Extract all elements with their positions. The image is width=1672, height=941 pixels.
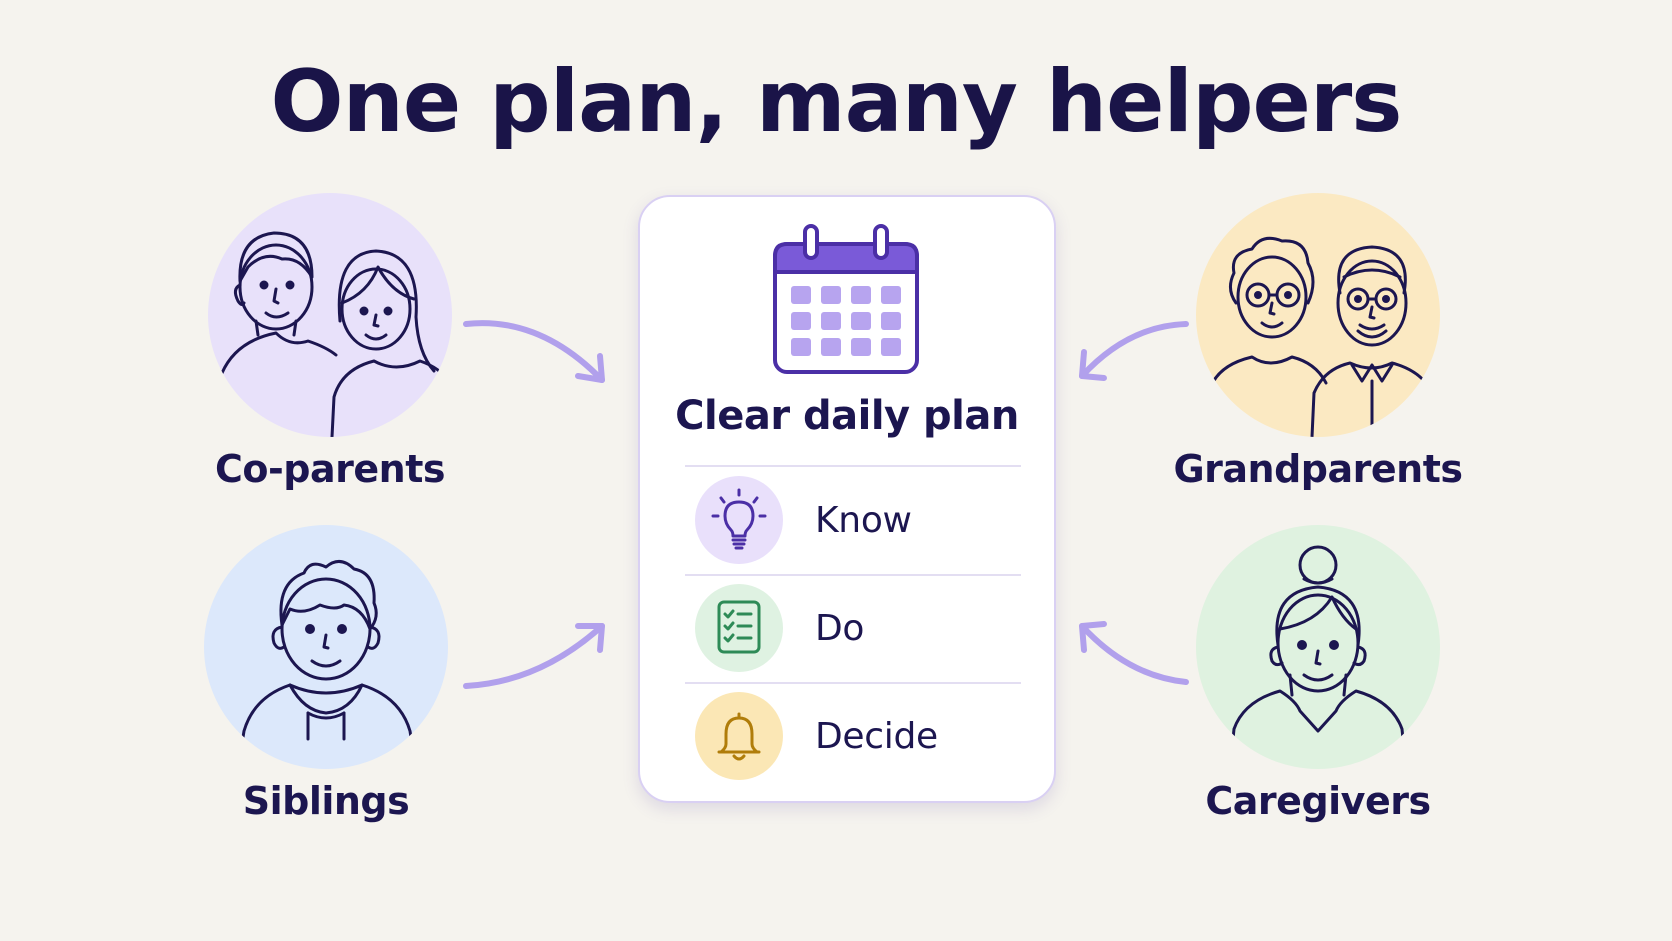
sibling-avatar xyxy=(204,525,448,769)
helper-grandparents: Grandparents xyxy=(1168,193,1468,491)
calendar-icon xyxy=(773,224,919,374)
helper-label-grandparents: Grandparents xyxy=(1173,447,1463,491)
daily-plan-card: Clear daily plan Know Do xyxy=(638,195,1056,803)
arrow-grandparents-to-plan xyxy=(1079,321,1189,381)
helper-label-siblings: Siblings xyxy=(242,779,410,823)
helper-siblings: Siblings xyxy=(176,525,476,823)
bell-icon xyxy=(695,692,783,780)
co-parents-avatar xyxy=(208,193,452,437)
page-title: One plan, many helpers xyxy=(270,52,1403,152)
helper-label-co-parents: Co-parents xyxy=(215,447,445,491)
divider xyxy=(685,465,1021,467)
step-label-do: Do xyxy=(815,608,865,649)
lightbulb-icon xyxy=(695,476,783,564)
grandparents-avatar xyxy=(1196,193,1440,437)
divider xyxy=(685,574,1021,576)
divider xyxy=(685,682,1021,684)
step-label-know: Know xyxy=(815,500,912,541)
arrow-caregivers-to-plan xyxy=(1079,621,1189,685)
helper-label-caregivers: Caregivers xyxy=(1205,779,1431,823)
helper-caregivers: Caregivers xyxy=(1168,525,1468,823)
caregiver-avatar xyxy=(1196,525,1440,769)
step-label-decide: Decide xyxy=(815,716,938,757)
arrow-co-parents-to-plan xyxy=(463,320,605,383)
step-do: Do xyxy=(695,584,1015,676)
step-decide: Decide xyxy=(695,692,1015,784)
helper-co-parents: Co-parents xyxy=(180,193,480,491)
card-title: Clear daily plan xyxy=(675,393,1019,439)
checklist-icon xyxy=(695,584,783,672)
arrow-siblings-to-plan xyxy=(463,623,605,689)
step-know: Know xyxy=(695,476,1015,568)
